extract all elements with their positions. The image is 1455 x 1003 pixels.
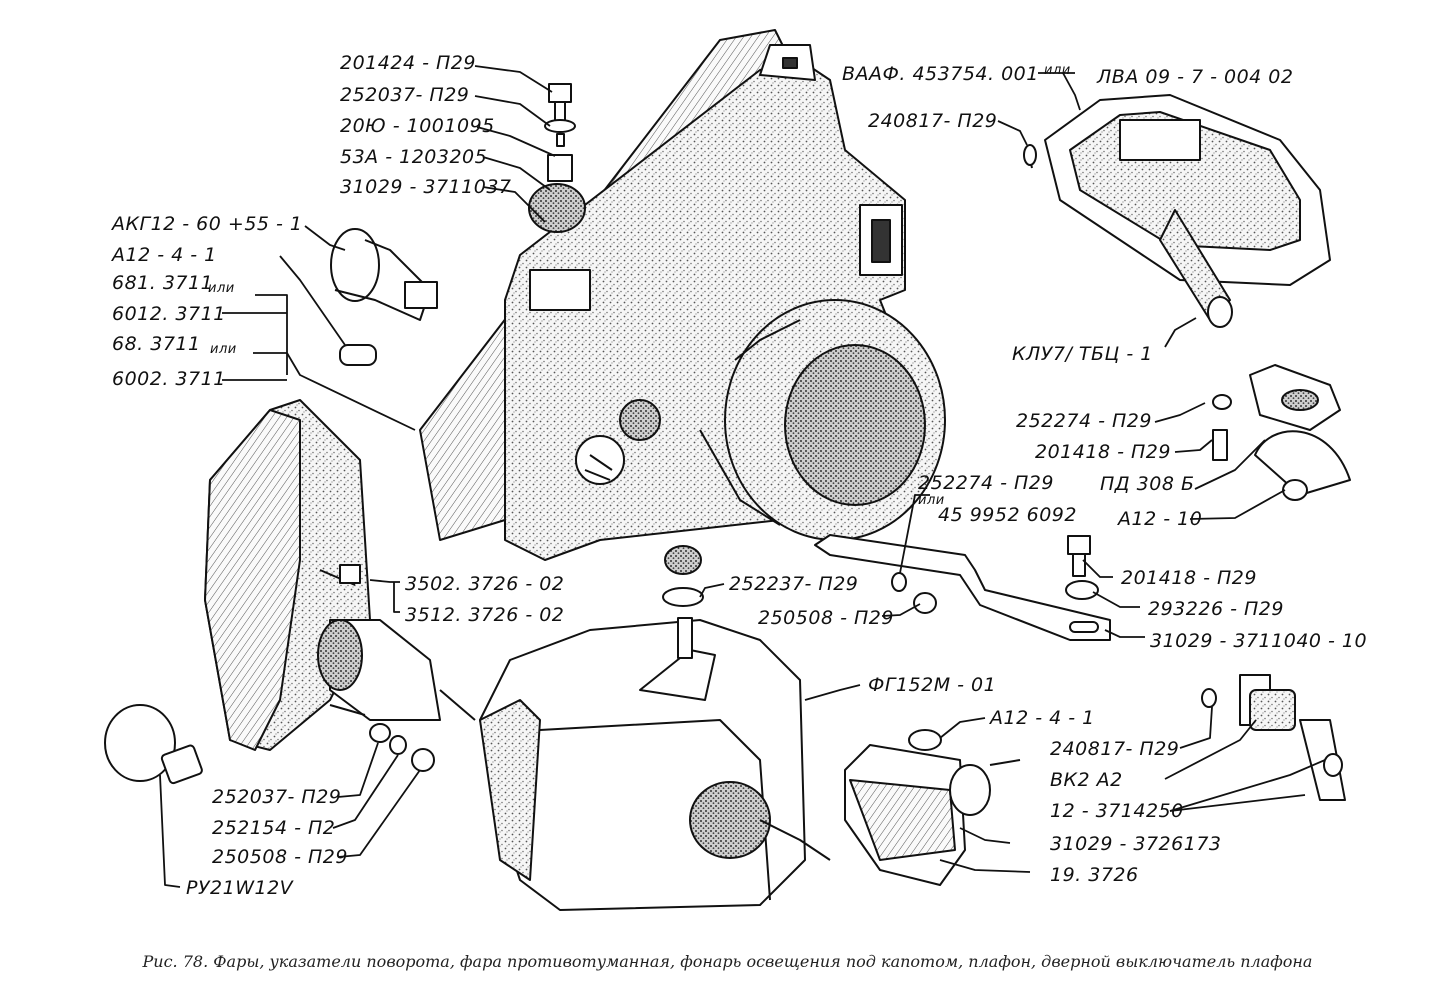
label-252154: 252154 - П2 xyxy=(212,817,336,839)
festoon-bulb xyxy=(1159,209,1233,328)
label-3502: 3502. 3726 - 02 xyxy=(405,573,565,595)
label-3512: 3512. 3726 - 02 xyxy=(405,604,565,626)
nut-top xyxy=(664,545,702,575)
fog-bracket xyxy=(814,534,1111,641)
label-py21w12v: РУ21W12V xyxy=(186,877,294,899)
door-switch xyxy=(1239,674,1346,801)
label-12-3714250: 12 - 3714250 xyxy=(1050,800,1184,822)
label-akg12: АКГ12 - 60 +55 - 1 xyxy=(112,213,303,235)
label-68-3711: 68. 3711 xyxy=(112,333,201,355)
label-fg152m: ФГ152М - 01 xyxy=(868,674,997,696)
label-a12-4-1-bot: А12 - 4 - 1 xyxy=(990,707,1095,729)
washer-293226 xyxy=(1065,580,1099,600)
label-vk2a2: ВК2 А2 xyxy=(1050,769,1123,791)
label-pd308b: ПД 308 Б xyxy=(1100,473,1195,495)
label-250508-bot: 250508 - П29 xyxy=(212,846,348,868)
label-31029-3726173: 31029 - 3726173 xyxy=(1050,833,1222,855)
fog-lamp xyxy=(479,617,831,911)
label-6002-3711: 6002. 3711 xyxy=(112,368,226,390)
label-a12-4-1-top: А12 - 4 - 1 xyxy=(112,244,217,266)
courtesy-lamp xyxy=(844,744,1021,886)
label-31029-3711040: 31029 - 3711040 - 10 xyxy=(1150,630,1368,652)
label-201424: 201424 - П29 xyxy=(340,52,476,74)
label-6012-3711: 6012. 3711 xyxy=(112,303,226,325)
leader-lines xyxy=(159,65,1326,888)
label-vaaf: ВААФ. 453754. 001 xyxy=(842,63,1039,85)
label-681-3711: 681. 3711 xyxy=(112,272,214,294)
label-53a-1203205: 53А - 1203205 xyxy=(340,146,488,168)
label-a12-10: А12 - 10 xyxy=(1118,508,1203,530)
label-250508-mid: 250508 - П29 xyxy=(758,607,894,629)
label-252237: 252237- П29 xyxy=(729,573,859,595)
label-ili-68: или xyxy=(210,342,237,357)
label-201418-right: 201418 - П29 xyxy=(1035,441,1171,463)
bulb-a12-4-1 xyxy=(908,729,942,751)
label-lva: ЛВА 09 - 7 - 004 02 xyxy=(1097,66,1294,88)
label-252274-right: 252274 - П29 xyxy=(1016,410,1152,432)
label-ili-mid: или xyxy=(918,493,945,508)
label-459952: 45 9952 6092 xyxy=(938,504,1077,526)
label-252037-bot: 252037- П29 xyxy=(212,786,342,808)
label-293226: 293226 - П29 xyxy=(1148,598,1284,620)
nut-250508-mid xyxy=(913,592,937,614)
label-252274-mid: 252274 - П29 xyxy=(918,472,1054,494)
label-252037-top: 252037- П29 xyxy=(340,84,470,106)
label-201418-mid: 201418 - П29 xyxy=(1121,567,1257,589)
label-ili-681: или xyxy=(208,281,235,296)
label-31029-3711037: 31029 - 3711037 xyxy=(340,176,512,198)
figure-caption: Рис. 78. Фары, указатели поворота, фара … xyxy=(142,952,1313,971)
main-headlight xyxy=(419,29,946,561)
label-240817-bot: 240817- П29 xyxy=(1050,738,1180,760)
washer-252154 xyxy=(389,735,407,755)
h4-bulb xyxy=(330,228,438,366)
nut-250508 xyxy=(411,748,435,772)
star-washer xyxy=(662,587,704,607)
top-bolt-stack xyxy=(528,83,586,233)
turn-signal xyxy=(204,399,476,751)
underhood-lamp xyxy=(1249,364,1351,501)
py21w-bulb xyxy=(104,704,203,785)
bolt-201418 xyxy=(1067,535,1091,555)
label-20yu-1001095: 20Ю - 1001095 xyxy=(340,115,495,137)
label-ili-vaaf: или xyxy=(1044,63,1071,78)
dome-lamp xyxy=(1044,94,1331,286)
label-klu7: КЛУ7/ ТБЦ - 1 xyxy=(1012,343,1153,365)
label-19-3726: 19. 3726 xyxy=(1050,864,1139,886)
label-240817-top: 240817- П29 xyxy=(868,110,998,132)
washer-252274 xyxy=(891,572,907,592)
washer-252037 xyxy=(369,723,391,743)
